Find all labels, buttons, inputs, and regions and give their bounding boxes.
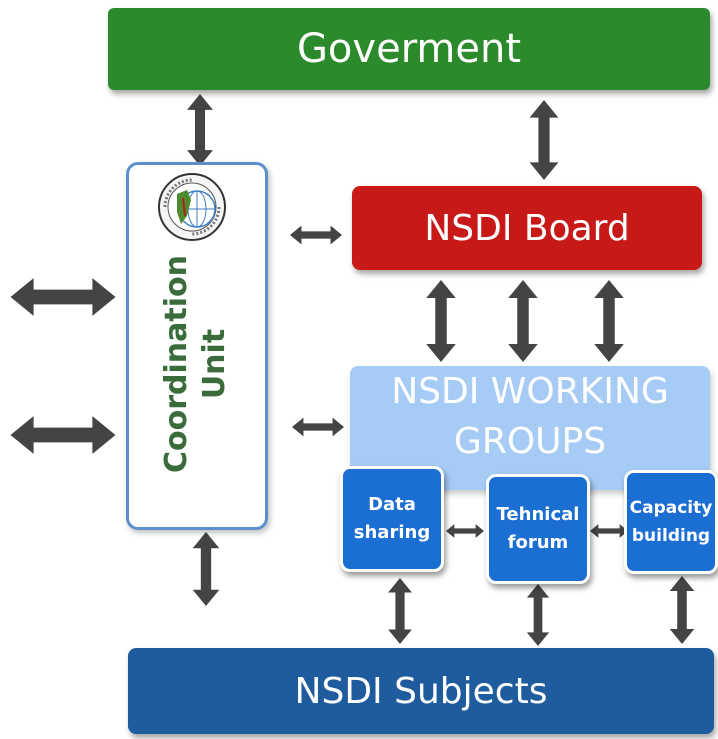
coordination-unit-label: Coordination Unit	[158, 255, 234, 473]
government-box: Goverment	[108, 8, 710, 90]
nsdi-subjects-box: NSDI Subjects	[128, 648, 714, 734]
arrow-data-technical	[446, 524, 484, 538]
technical-forum-line2: forum	[507, 532, 569, 553]
arrow-data-subjects	[388, 578, 412, 644]
map-globe-seal-icon	[158, 173, 226, 241]
arrow-left-external-2	[10, 416, 116, 454]
capacity-building-box: Capacity building	[624, 470, 718, 574]
data-sharing-line1: Data	[368, 494, 416, 515]
coordination-line1: Coordination	[159, 255, 194, 473]
working-groups-line2: GROUPS	[453, 421, 607, 462]
government-label: Goverment	[296, 26, 522, 72]
arrow-technical-subjects	[526, 584, 550, 646]
technical-forum-box: Tehnical forum	[486, 474, 590, 584]
arrow-gov-coordination	[187, 94, 213, 166]
arrow-board-wg-1	[426, 280, 456, 362]
board-label: NSDI Board	[424, 207, 630, 249]
working-groups-line1: NSDI WORKING	[391, 371, 669, 412]
coordination-line2: Unit	[197, 328, 232, 400]
nsdi-board-box: NSDI Board	[352, 186, 702, 270]
capacity-building-line1: Capacity	[629, 498, 713, 518]
arrow-technical-capacity	[590, 524, 628, 538]
arrow-board-wg-3	[594, 280, 624, 362]
technical-forum-line1: Tehnical	[496, 504, 580, 525]
arrow-coordination-wg	[292, 417, 344, 437]
arrow-capacity-subjects	[669, 576, 695, 644]
capacity-building-line2: building	[631, 526, 711, 546]
arrow-gov-board	[529, 100, 559, 180]
arrow-coordination-board	[290, 225, 342, 245]
arrow-coordination-down	[192, 532, 220, 606]
arrow-board-wg-2	[508, 280, 538, 362]
data-sharing-line2: sharing	[353, 522, 431, 543]
data-sharing-box: Data sharing	[340, 466, 444, 572]
subjects-label: NSDI Subjects	[294, 670, 548, 712]
arrow-left-external-1	[10, 278, 116, 316]
